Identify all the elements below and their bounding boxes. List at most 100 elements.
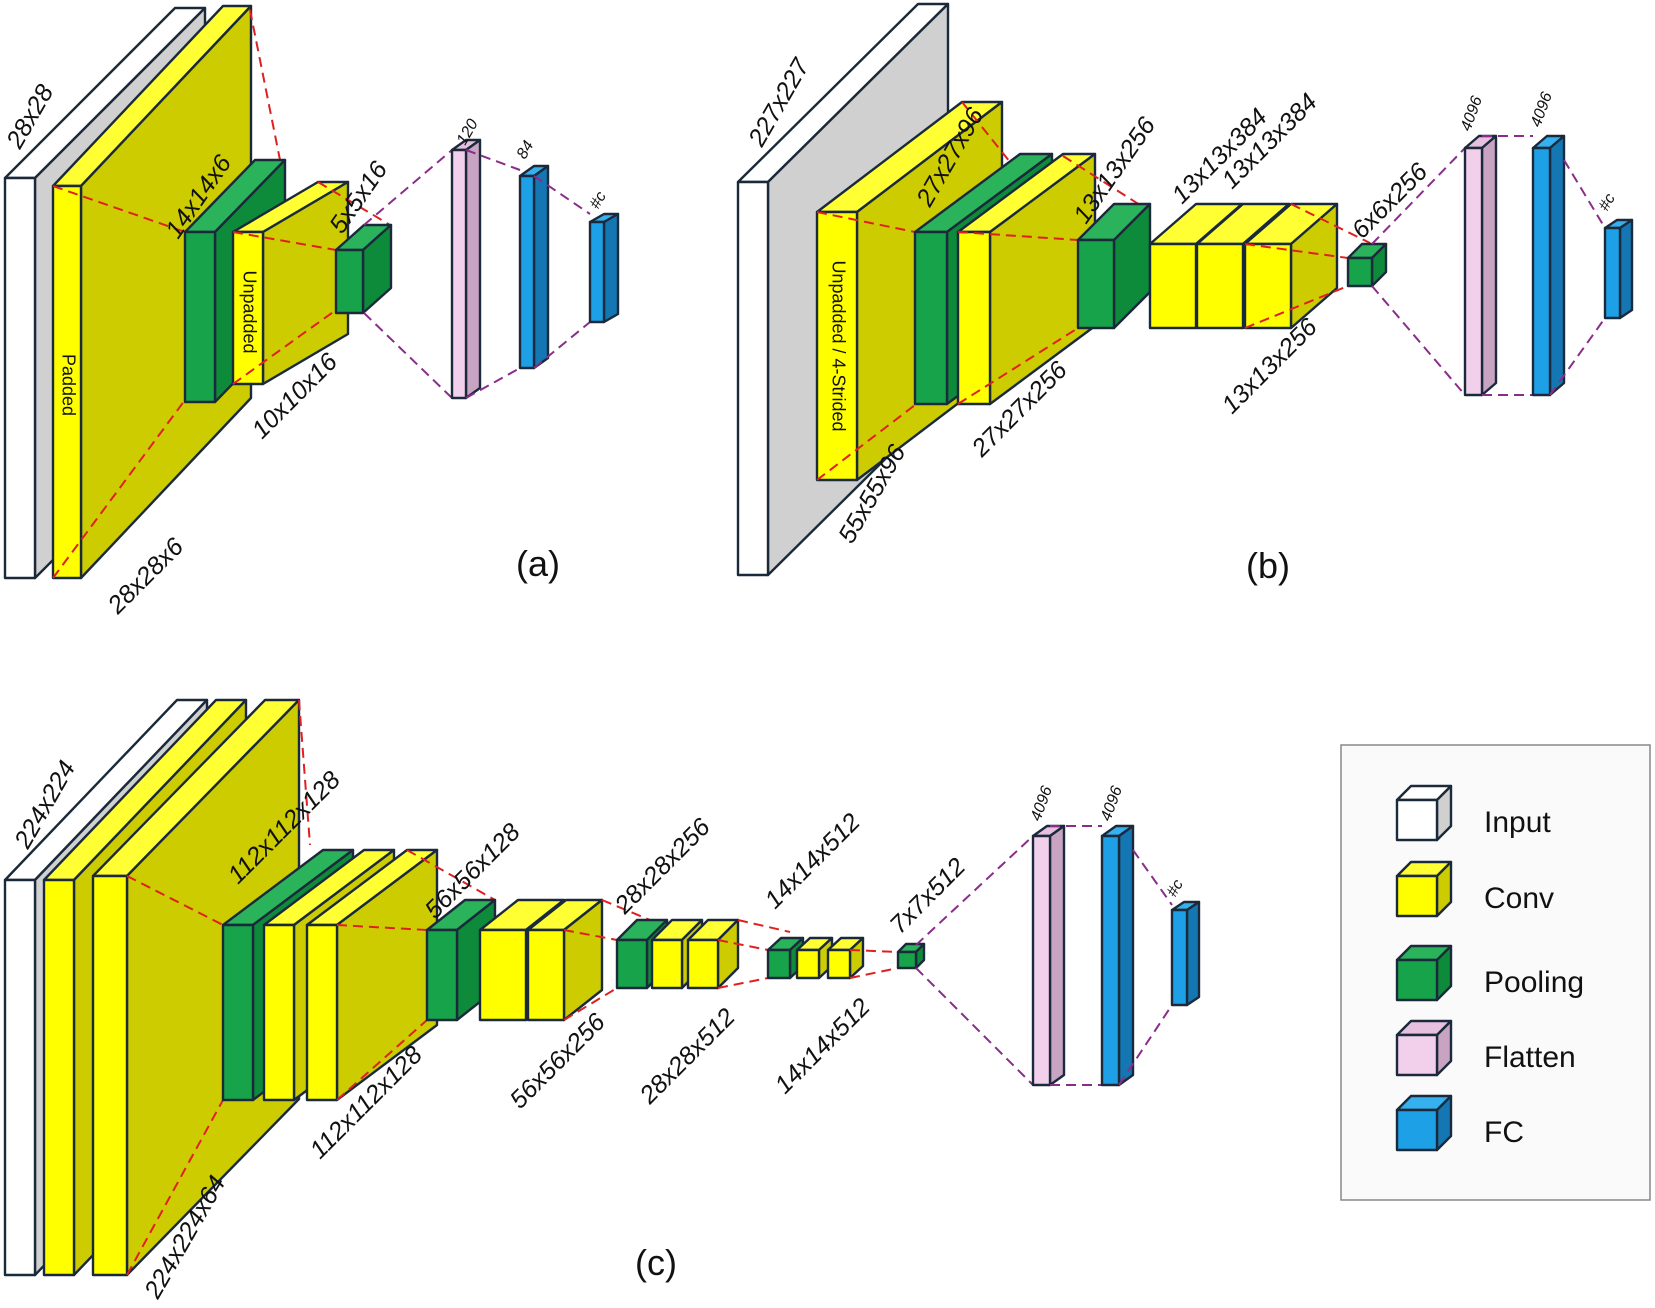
b-pool3-layer-front xyxy=(1346,256,1374,288)
a-pool2-layer xyxy=(334,223,393,315)
b-red-line-2 xyxy=(961,101,1011,163)
c-pool2-layer xyxy=(425,898,497,1022)
c-red-line-6 xyxy=(336,1019,428,1101)
b-pool2-layer-front xyxy=(1076,238,1116,330)
b-conv1-vertical-label: Unpadded / 4-Strided xyxy=(828,260,848,431)
legend-swatch-flatten-front xyxy=(1395,1033,1439,1077)
c-conv2a-layer-front xyxy=(262,923,296,1102)
c-red-line-14 xyxy=(849,967,899,979)
c-red-line-8 xyxy=(601,899,651,921)
b-fc2-layer xyxy=(1603,218,1634,320)
c-caption: (c) xyxy=(635,1242,677,1283)
c-fc2-label: #c xyxy=(1164,877,1187,900)
c-red-line-5 xyxy=(406,849,496,901)
b-conv4-layer-front xyxy=(1195,242,1245,330)
c-conv3b-layer-front xyxy=(526,928,566,1022)
b-red-line-1 xyxy=(816,211,916,233)
legend-swatch-conv xyxy=(1395,860,1453,918)
b-input-layer-front xyxy=(736,180,770,577)
c-conv2b-layer xyxy=(305,848,439,1102)
c-conv1b-layer xyxy=(91,698,301,1277)
c-conv5b-layer xyxy=(826,936,865,980)
a-flatten-layer-side xyxy=(464,138,482,400)
c-pool5-layer xyxy=(896,942,926,970)
c-flatten-layer xyxy=(1031,824,1066,1087)
c-conv4b-layer-front xyxy=(686,938,720,990)
legend-item-input: Input xyxy=(1395,784,1551,842)
panel-c-vgg: 224x224224x224x64112x112x128112x112x1285… xyxy=(3,698,1201,1304)
legend-item-flatten: Flatten xyxy=(1395,1019,1576,1077)
c-block4-label: 28x28x512 xyxy=(634,1003,741,1110)
c-red-line-9 xyxy=(563,987,618,1021)
a-pool1-layer-front xyxy=(183,230,217,404)
a-fc1-layer xyxy=(518,164,550,370)
c-purple-line-1 xyxy=(915,835,1034,946)
c-conv5a-layer xyxy=(795,936,834,980)
a-flatten-layer-front xyxy=(450,148,468,400)
c-fc1-layer-front xyxy=(1100,834,1121,1087)
c-conv2b-layer-front xyxy=(305,923,339,1102)
legend-item-pooling: Pooling xyxy=(1395,944,1584,1002)
b-fc1-layer-side xyxy=(1548,134,1566,397)
b-pool3-label: 6x6x256 xyxy=(1346,158,1433,245)
b-flatten-layer-side xyxy=(1480,134,1498,397)
panel-b-alexnet: Unpadded / 4-Strided227x22727x27x9655x55… xyxy=(736,2,1634,586)
c-flatten-label: 4096 xyxy=(1028,784,1056,823)
c-conv5b-layer-front xyxy=(826,948,852,980)
a-conv2-vertical-label: Unpadded xyxy=(239,270,259,353)
legend-item-conv: Conv xyxy=(1395,860,1554,918)
legend-swatch-flatten xyxy=(1395,1019,1453,1077)
a-input-layer-front xyxy=(3,176,37,580)
a-conv1-layer-front xyxy=(51,184,83,580)
c-red-line-3 xyxy=(126,1099,224,1276)
b-red-line-7 xyxy=(1244,243,1349,259)
c-conv4a-layer-front xyxy=(650,938,684,990)
b-fc1-label: 4096 xyxy=(1528,90,1556,129)
c-pool3-label: 28x28x256 xyxy=(609,813,716,920)
a-red-line-3 xyxy=(52,399,186,579)
c-red-line-7 xyxy=(563,929,618,941)
c-input-layer-front xyxy=(3,878,37,1277)
c-pool4-label: 14x14x512 xyxy=(759,808,865,914)
a-caption: (a) xyxy=(516,543,560,584)
c-block5-label: 14x14x512 xyxy=(769,993,875,1099)
c-pool2-layer-front xyxy=(425,928,459,1022)
c-conv4b-layer xyxy=(686,918,740,990)
c-pool5-layer-front xyxy=(896,950,918,970)
legend-label-flatten: Flatten xyxy=(1484,1041,1576,1074)
c-purple-line-5 xyxy=(1132,849,1173,906)
c-red-line-1 xyxy=(126,875,224,926)
a-conv1-layer xyxy=(51,4,253,580)
b-fc2-label: #c xyxy=(1596,191,1619,214)
legend-label-pooling: Pooling xyxy=(1484,966,1584,999)
a-conv1-vertical-label: Padded xyxy=(58,354,78,416)
c-conv5a-layer-front xyxy=(795,948,821,980)
legend-label-input: Input xyxy=(1484,806,1551,839)
b-conv5-layer-front xyxy=(1243,242,1293,330)
b-fc2-layer-side xyxy=(1618,218,1634,320)
a-fc2-layer-side xyxy=(602,212,620,324)
a-conv2-layer-front xyxy=(231,230,265,386)
a-purple-line-5 xyxy=(533,175,591,215)
legend-label-fc: FC xyxy=(1484,1116,1524,1149)
c-pool5-label: 7x7x512 xyxy=(884,853,971,940)
a-red-line-6 xyxy=(232,309,337,385)
c-pool3-layer-front xyxy=(615,938,649,990)
legend-swatch-conv-front xyxy=(1395,874,1439,918)
legend-item-fc: FC xyxy=(1395,1094,1524,1152)
b-red-line-8 xyxy=(1290,203,1371,244)
b-conv3-layer-front xyxy=(1148,242,1198,330)
b-purple-line-5 xyxy=(1563,159,1606,229)
a-red-line-4 xyxy=(232,231,337,251)
b-red-line-6 xyxy=(957,327,1079,405)
c-conv3b-layer xyxy=(526,898,604,1022)
c-block3-label: 56x56x256 xyxy=(504,1008,610,1114)
c-red-line-12 xyxy=(717,977,769,989)
c-flatten-layer-front xyxy=(1031,834,1052,1087)
b-caption: (b) xyxy=(1246,545,1290,586)
a-fc1-label: 84 xyxy=(514,138,538,162)
c-red-line-13 xyxy=(849,949,899,953)
b-red-line-5 xyxy=(957,231,1079,241)
